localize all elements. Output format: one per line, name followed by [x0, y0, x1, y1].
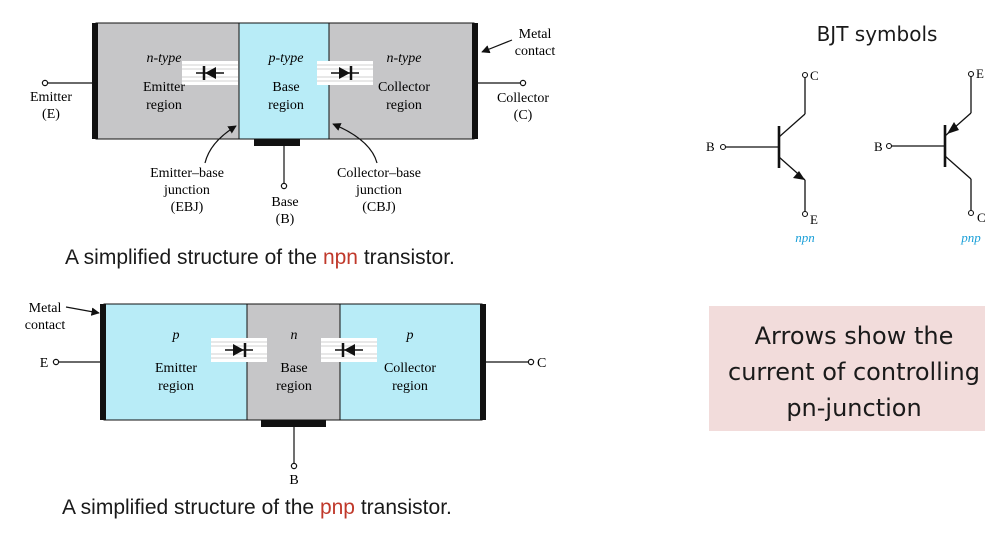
- pnp-base-contact: [261, 420, 326, 427]
- npn-emitter-region-label-2: region: [146, 98, 182, 113]
- npn-symbol-caption: npn: [795, 230, 815, 245]
- pnp-cbj-diode-icon: [319, 336, 379, 364]
- npn-ebj-label-3: (EBJ): [171, 200, 204, 215]
- npn-cbj-arrow: [332, 123, 378, 164]
- pnp-base-terminal: [290, 462, 298, 470]
- npn-symbol-e-label: E: [810, 212, 818, 227]
- npn-base-region-label-2: region: [268, 98, 304, 113]
- npn-caption: A simplified structure of the npn transi…: [65, 246, 455, 270]
- npn-caption-text-end: transistor.: [358, 246, 455, 269]
- npn-metal-contact-arrow: [481, 39, 513, 54]
- pnp-caption-text-end: transistor.: [355, 496, 452, 519]
- pnp-collector-region-label: Collector: [384, 361, 436, 376]
- pnp-caption-text: A simplified structure of the: [62, 496, 320, 519]
- npn-emitter-arrow-icon: [793, 171, 805, 180]
- npn-emitter-type: n-type: [147, 51, 182, 66]
- npn-metal-contact-label-2: contact: [515, 44, 556, 59]
- npn-cbj-label: Collector–base: [337, 166, 421, 181]
- npn-collector-type: n-type: [387, 51, 422, 66]
- pnp-symbol: B E C pnp: [874, 66, 985, 245]
- pnp-caption: A simplified structure of the pnp transi…: [62, 496, 452, 520]
- npn-symbol-b-label: B: [706, 139, 715, 154]
- pnp-emitter-terminal: [52, 358, 60, 366]
- pnp-symbol-caption: pnp: [960, 230, 981, 245]
- pnp-collector-contact: [480, 304, 486, 420]
- bjt-symbols-title: BJT symbols: [817, 22, 938, 46]
- npn-collector-terminal: [519, 79, 527, 87]
- pnp-symbol-c-label: C: [977, 210, 985, 225]
- npn-emitter-terminal: [41, 79, 49, 87]
- note-line-3: pn-junction: [786, 394, 922, 422]
- npn-cbj-label-2: junction: [355, 183, 402, 198]
- npn-ebj-label-2: junction: [163, 183, 210, 198]
- pnp-emitter-region-label-2: region: [158, 379, 194, 394]
- npn-base-lead-label: Base: [271, 195, 298, 210]
- npn-caption-highlight: npn: [322, 246, 358, 269]
- pnp-collector-type: p: [406, 328, 414, 343]
- pnp-caption-highlight: pnp: [319, 496, 355, 519]
- note-box: Arrows show the current of controlling p…: [709, 306, 985, 431]
- npn-symbol: B C E npn: [706, 68, 819, 245]
- pnp-symbol-b-label: B: [874, 139, 883, 154]
- npn-metal-contact-label: Metal: [519, 27, 552, 42]
- pnp-structure: p n p Emitter region Base region Collect…: [25, 301, 547, 488]
- npn-caption-text: A simplified structure of the: [65, 246, 323, 269]
- npn-collector-region-label-2: region: [386, 98, 422, 113]
- pnp-emitter-region-label: Emitter: [155, 361, 197, 376]
- pnp-emitter-arrow-icon: [947, 122, 959, 134]
- pnp-emitter-contact: [100, 304, 106, 420]
- note-line-1: Arrows show the: [754, 322, 954, 350]
- pnp-ebj-diode-icon: [209, 336, 269, 364]
- pnp-emitter-type: p: [172, 328, 180, 343]
- npn-base-region: [238, 22, 330, 140]
- pnp-base-type: n: [291, 328, 298, 343]
- npn-emitter-lead-symbol: (E): [42, 107, 60, 122]
- pnp-base-region-label-2: region: [276, 379, 312, 394]
- npn-symbol-c-label: C: [810, 68, 819, 83]
- npn-collector-region-label: Collector: [378, 80, 430, 95]
- npn-ebj-arrow: [204, 125, 237, 164]
- pnp-e-lead-label: E: [40, 356, 49, 371]
- npn-ebj-label: Emitter–base: [150, 166, 224, 181]
- npn-base-contact: [254, 139, 300, 146]
- pnp-b-lead-label: B: [289, 473, 298, 488]
- npn-emitter-lead-label: Emitter: [30, 90, 72, 105]
- pnp-metal-contact-label: Metal: [29, 301, 62, 316]
- npn-emitter-region-label: Emitter: [143, 80, 185, 95]
- npn-emitter-contact: [92, 23, 98, 139]
- pnp-collector-terminal: [527, 358, 535, 366]
- pnp-c-lead-label: C: [537, 356, 546, 371]
- pnp-metal-contact-arrow: [65, 306, 100, 316]
- npn-collector-contact: [472, 23, 478, 139]
- npn-structure: n-type p-type n-type Emitter region Base…: [30, 22, 556, 227]
- npn-ebj-diode-icon: [180, 59, 240, 87]
- npn-base-lead-symbol: (B): [276, 212, 295, 227]
- pnp-symbol-e-label: E: [976, 66, 984, 81]
- npn-base-region-label: Base: [272, 80, 299, 95]
- npn-cbj-label-3: (CBJ): [362, 200, 396, 215]
- note-line-2: current of controlling: [728, 358, 980, 386]
- pnp-collector-region-label-2: region: [392, 379, 428, 394]
- pnp-metal-contact-label-2: contact: [25, 318, 66, 333]
- npn-collector-lead-label: Collector: [497, 91, 549, 106]
- npn-base-terminal: [280, 182, 288, 190]
- pnp-base-region-label: Base: [280, 361, 307, 376]
- npn-collector-lead-symbol: (C): [514, 108, 533, 123]
- npn-base-type: p-type: [268, 51, 304, 66]
- npn-cbj-diode-icon: [315, 59, 375, 87]
